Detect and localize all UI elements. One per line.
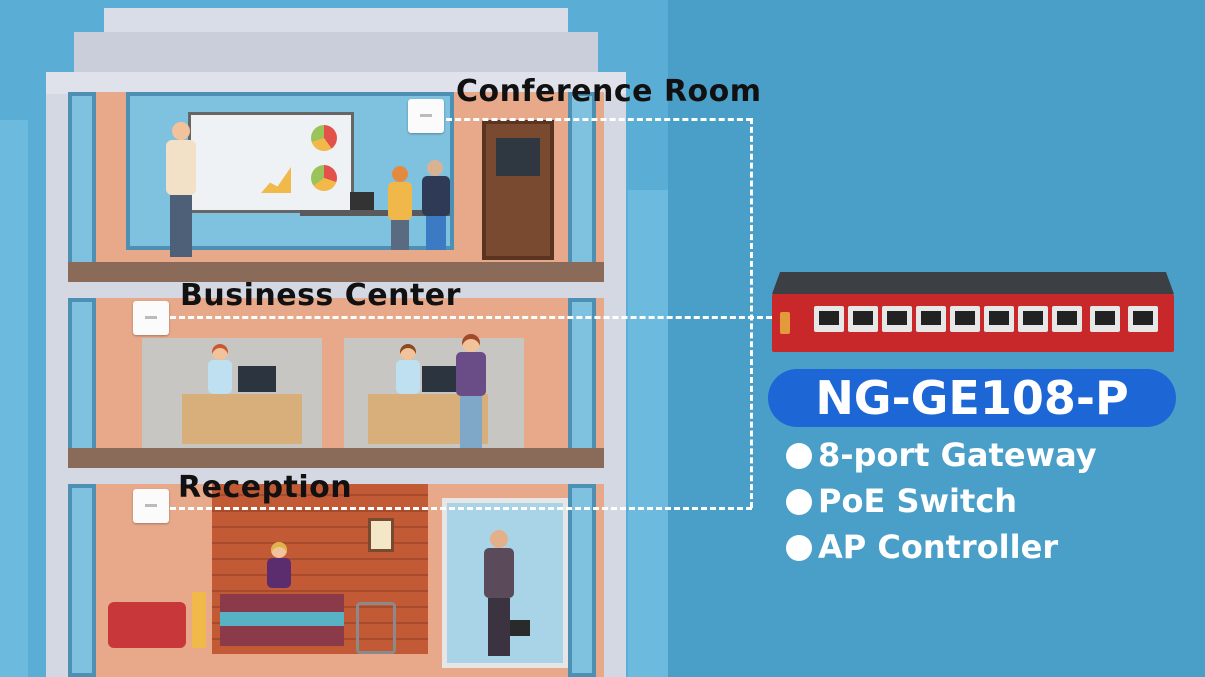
turnstile — [356, 602, 396, 654]
gateway-port — [1090, 306, 1120, 332]
switch-front-panel — [772, 294, 1174, 352]
presenter — [164, 122, 198, 262]
attendee — [386, 166, 412, 252]
bullet-icon — [786, 443, 812, 469]
lan-port — [984, 306, 1014, 332]
feature-label: PoE Switch — [818, 482, 1018, 520]
attendee — [420, 160, 450, 254]
presentation-board — [188, 112, 354, 213]
feature-label: 8-port Gateway — [818, 436, 1097, 474]
network-cable-trunk — [750, 118, 753, 508]
wan-port — [1128, 306, 1158, 332]
poe-switch-device — [772, 272, 1174, 352]
bullet-icon — [786, 535, 812, 561]
desk — [182, 394, 302, 444]
roof-edge — [46, 72, 626, 94]
city-building — [0, 120, 28, 677]
monitor — [238, 366, 276, 392]
lan-port — [1052, 306, 1082, 332]
lan-port — [1018, 306, 1048, 332]
door — [482, 120, 554, 260]
floor-conference-room — [68, 92, 604, 282]
receptionist — [266, 542, 292, 602]
bullet-icon — [786, 489, 812, 515]
monitor — [422, 366, 460, 392]
access-point-icon — [133, 489, 169, 523]
feature-item: 8-port Gateway — [786, 436, 1097, 474]
window — [68, 484, 96, 677]
lan-port — [814, 306, 844, 332]
reception-desk — [220, 594, 344, 646]
window — [568, 298, 596, 464]
floor-slab — [68, 448, 604, 468]
floor-business-center — [68, 298, 604, 464]
laptop — [350, 192, 374, 210]
model-badge: NG-GE108-P — [768, 369, 1176, 427]
feature-item: AP Controller — [786, 528, 1058, 566]
label-reception: Reception — [178, 470, 353, 505]
worker — [394, 344, 422, 404]
access-point-icon — [408, 99, 444, 133]
wall-frame — [368, 518, 394, 552]
window — [68, 298, 96, 464]
sofa — [108, 602, 186, 648]
standing-worker — [454, 334, 486, 452]
network-cable-business — [170, 316, 772, 319]
feature-label: AP Controller — [818, 528, 1059, 566]
lan-port — [916, 306, 946, 332]
status-led-icon — [780, 312, 790, 334]
window — [568, 92, 596, 280]
feature-item: PoE Switch — [786, 482, 1017, 520]
window — [68, 92, 96, 280]
city-building — [628, 190, 668, 677]
worker — [206, 344, 234, 404]
label-business-center: Business Center — [180, 278, 461, 313]
window — [568, 484, 596, 677]
lan-port — [950, 306, 980, 332]
lan-port — [848, 306, 878, 332]
access-point-icon — [133, 301, 169, 335]
roof-top — [104, 8, 568, 32]
businessman — [482, 530, 530, 660]
switch-top — [772, 272, 1174, 294]
network-cable-reception — [170, 507, 752, 510]
plant — [192, 592, 206, 648]
roof-middle — [74, 32, 598, 72]
floor-slab — [68, 262, 604, 282]
label-conference-room: Conference Room — [456, 74, 762, 109]
lan-port — [882, 306, 912, 332]
network-cable-conference — [446, 118, 752, 121]
meeting-table — [300, 210, 450, 216]
